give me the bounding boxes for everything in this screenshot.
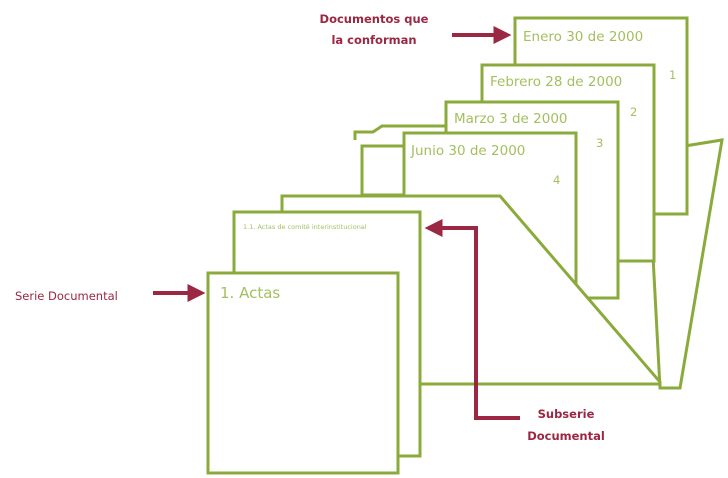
document-number-2: 2 [630,105,637,119]
callout-documents-line2: la conforman [331,33,416,47]
callout-serie: Serie Documental [15,289,118,303]
series-card [206,271,400,475]
document-date-1: Enero 30 de 2000 [523,29,643,45]
subseries-label: 1.1. Actas de comité interinstitucional [243,223,367,231]
document-date-4: Junio 30 de 2000 [410,143,525,159]
document-number-1: 1 [669,68,676,82]
document-number-3: 3 [596,136,603,150]
callout-documents-line1: Documentos que [320,12,429,26]
series-label: 1. Actas [220,284,280,302]
arrow-subserie [424,219,520,420]
document-number-4: 4 [553,173,560,187]
folder-side [360,144,406,197]
document-date-2: Febrero 28 de 2000 [490,74,622,90]
callout-subserie-line1: Subserie [538,407,595,421]
callout-subserie-line2: Documental [527,429,605,443]
document-date-3: Marzo 3 de 2000 [454,111,568,127]
